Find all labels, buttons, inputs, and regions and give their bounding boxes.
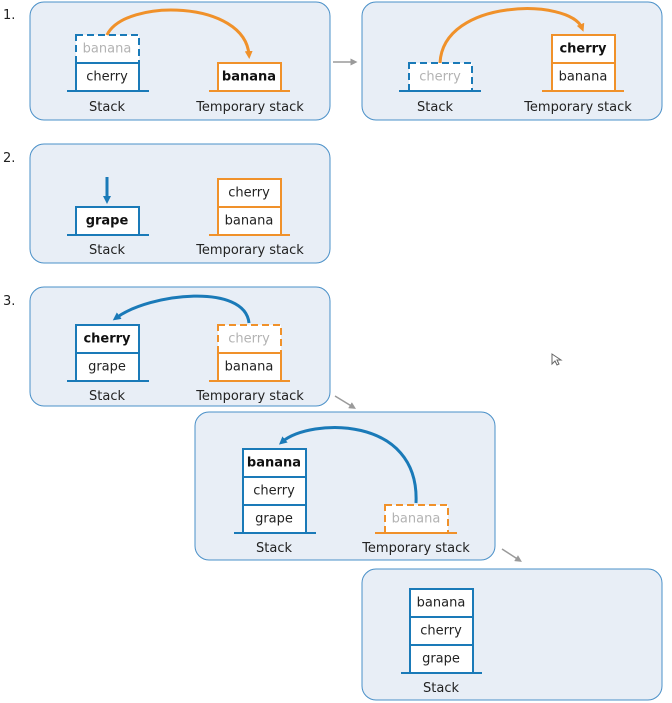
temp-stack-label: Temporary stack	[195, 389, 304, 404]
stack-item: grape	[422, 652, 460, 667]
move-arrow	[112, 294, 251, 324]
stack-item: banana	[417, 596, 466, 611]
temp-slot	[551, 34, 616, 64]
temp-item: banana	[559, 70, 608, 85]
stack-label: Stack	[89, 100, 125, 115]
move-arrow	[278, 426, 418, 504]
stack-label: Stack	[89, 389, 125, 404]
temp-stack-label: Temporary stack	[195, 100, 304, 115]
temp-slot	[217, 352, 282, 382]
step1-panel-b: cherry Stack cherry banana Temporary sta…	[361, 1, 663, 121]
stack-item: banana	[83, 42, 132, 57]
stack-label: Stack	[423, 681, 459, 696]
stack-slot	[242, 504, 307, 534]
move-arrow	[105, 8, 253, 59]
temp-item: banana	[392, 512, 441, 527]
stack-item: grape	[255, 512, 293, 527]
stack-slot	[409, 644, 474, 674]
panel-background	[194, 411, 496, 561]
step-number-1: 1.	[3, 8, 15, 23]
step2-panel: grape Stack cherry banana Temporary stac…	[29, 143, 331, 264]
stack-item: grape	[88, 360, 126, 375]
flow-arrow	[334, 395, 356, 409]
step3-panel-c: banana cherry grape Stack	[361, 568, 663, 701]
stack-slot	[75, 324, 140, 354]
temp-stack-label: Temporary stack	[361, 541, 470, 556]
stack-slot-ghost	[408, 62, 473, 92]
cursor-icon	[551, 353, 563, 366]
stack-slot-ghost	[75, 34, 140, 64]
stack-item: cherry	[420, 624, 462, 639]
step3-panel-a: cherry grape Stack cherry banana Tempora…	[29, 286, 331, 407]
temp-item: cherry	[228, 186, 270, 201]
flow-arrow	[501, 548, 522, 562]
temp-item: banana	[222, 70, 276, 85]
stack-item: cherry	[86, 70, 128, 85]
temp-item: banana	[225, 360, 274, 375]
temp-item: cherry	[559, 42, 607, 57]
stack-item: cherry	[83, 332, 131, 347]
temp-item: banana	[225, 214, 274, 229]
stack-label: Stack	[89, 243, 125, 258]
stack-item: grape	[86, 214, 129, 229]
stack-label: Stack	[417, 100, 453, 115]
stack-item: banana	[247, 456, 301, 471]
move-arrow	[438, 7, 585, 64]
temp-stack-label: Temporary stack	[195, 243, 304, 258]
stack-item: cherry	[419, 70, 461, 85]
temp-slot-ghost	[217, 324, 282, 354]
temp-slot	[551, 62, 616, 92]
temp-item: cherry	[228, 332, 270, 347]
step-number-3: 3.	[3, 294, 15, 309]
stack-item: cherry	[253, 484, 295, 499]
stack-slot	[242, 448, 307, 478]
step3-panel-b: banana cherry grape Stack banana Tempora…	[194, 411, 496, 561]
step-number-2: 2.	[3, 151, 15, 166]
step1-panel-a: banana cherry Stack banana Temporary sta…	[29, 1, 331, 121]
panel-background	[361, 568, 663, 701]
temp-stack-label: Temporary stack	[523, 100, 632, 115]
stack-label: Stack	[256, 541, 292, 556]
